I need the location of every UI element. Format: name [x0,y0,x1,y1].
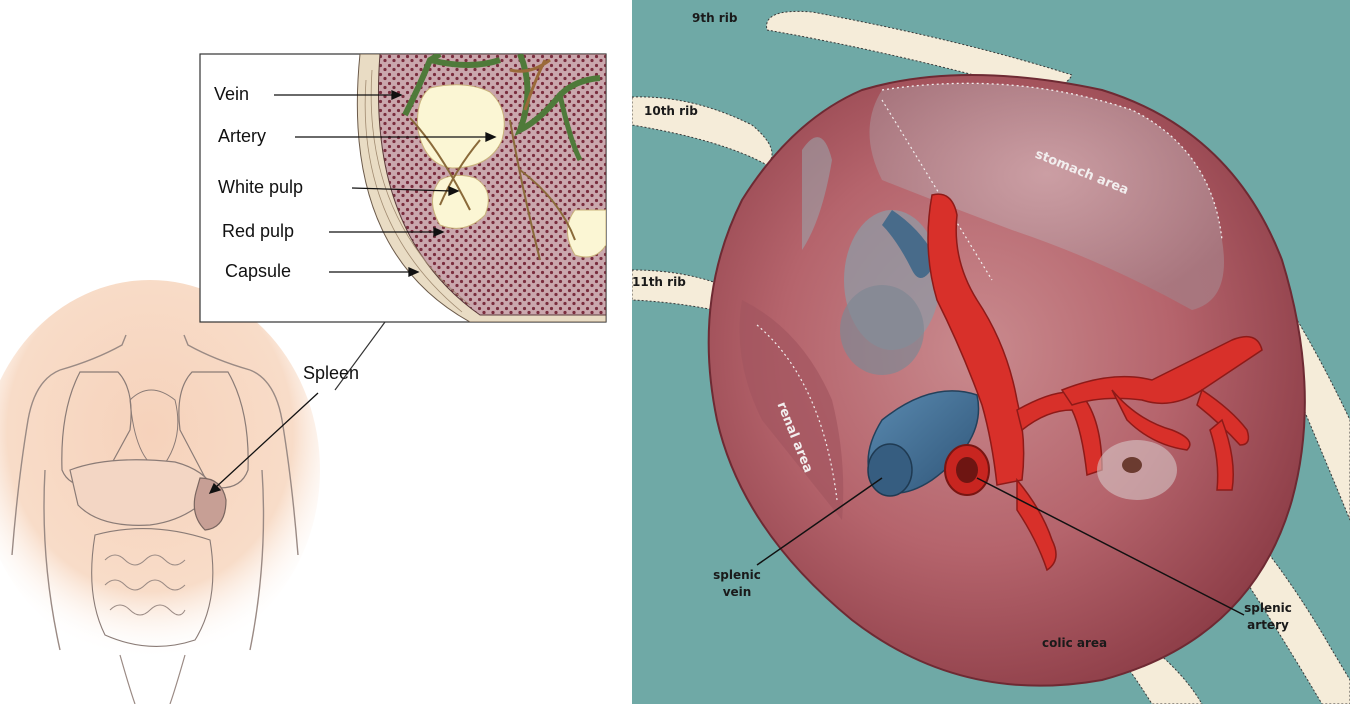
label-spleen: Spleen [303,363,359,384]
label-splenic-artery: splenic artery [1238,600,1298,634]
label-white-pulp: White pulp [218,177,303,198]
label-splenic-artery-line2: artery [1238,617,1298,634]
anatomy-drawing [0,0,620,704]
spleen-specimen-photo: 9th rib 10th rib 11th rib stomach area r… [632,0,1350,704]
torso-illustration [0,280,320,704]
spleen-anatomy-diagram: Vein Artery White pulp Red pulp Capsule … [0,0,620,704]
label-splenic-artery-line1: splenic [1238,600,1298,617]
label-capsule: Capsule [225,261,291,282]
label-9th-rib: 9th rib [692,10,737,27]
label-vein: Vein [214,84,249,105]
label-11th-rib: 11th rib [632,274,686,291]
label-splenic-vein-line1: splenic [702,567,772,584]
rib-9 [767,11,1072,88]
label-red-pulp: Red pulp [222,221,294,242]
label-splenic-vein-line2: vein [702,584,772,601]
label-splenic-vein: splenic vein [702,567,772,601]
label-colic-area: colic area [1042,635,1107,652]
label-artery: Artery [218,126,266,147]
label-10th-rib: 10th rib [644,103,698,120]
